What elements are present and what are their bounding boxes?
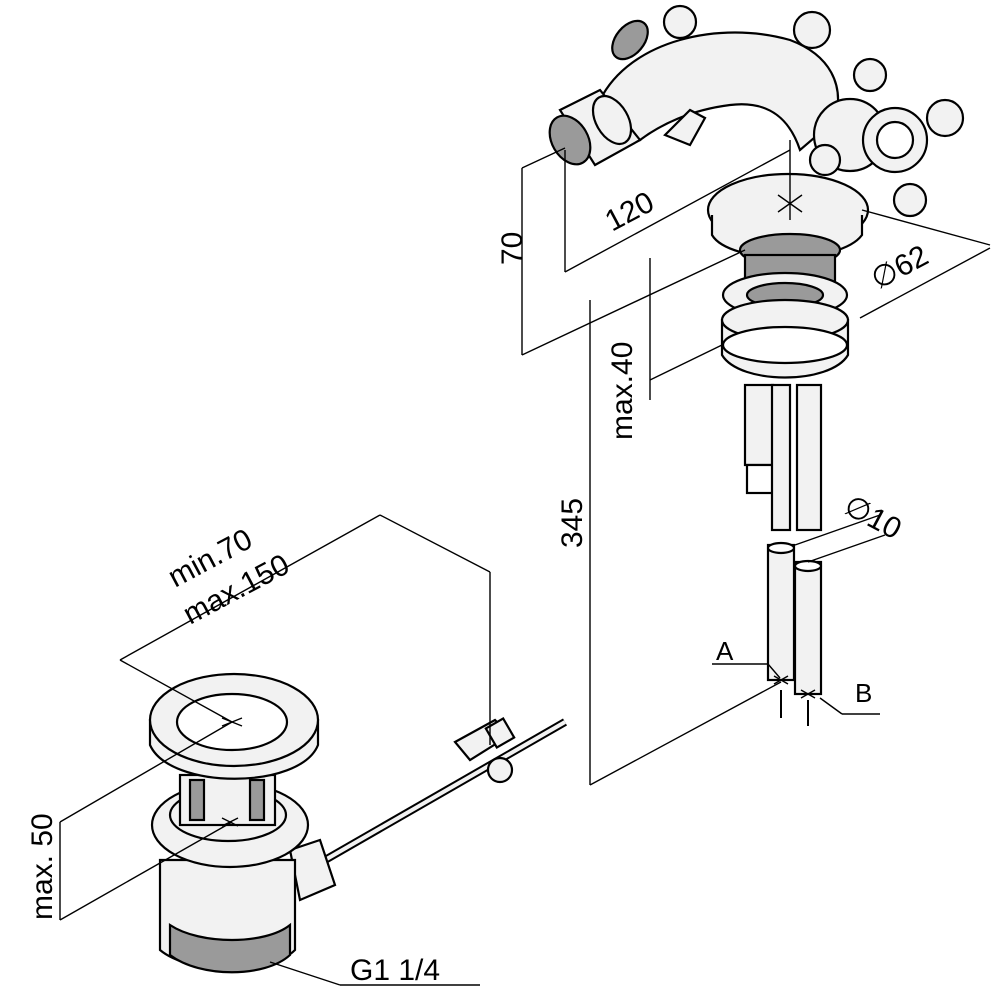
pipe-a-label: A [716, 636, 734, 666]
drain-dimension-lines [59, 514, 491, 986]
dim-max40-label: max.40 [606, 342, 639, 440]
faucet-dimension-lines [521, 147, 991, 786]
dim-thread-label: G1 1/4 [350, 954, 440, 987]
drain-assembly [148, 672, 567, 974]
pipe-b-label: B [855, 678, 872, 708]
dim-345-label: 345 [556, 498, 589, 548]
dim-dia10-label: ∅10 [839, 489, 907, 546]
faucet-body [548, 4, 965, 726]
dim-70-label: 70 [496, 232, 529, 265]
dim-max50-label: max. 50 [26, 813, 59, 920]
dim-120-label: 120 [600, 186, 660, 239]
dim-dia62-label: ∅62 [866, 239, 934, 296]
